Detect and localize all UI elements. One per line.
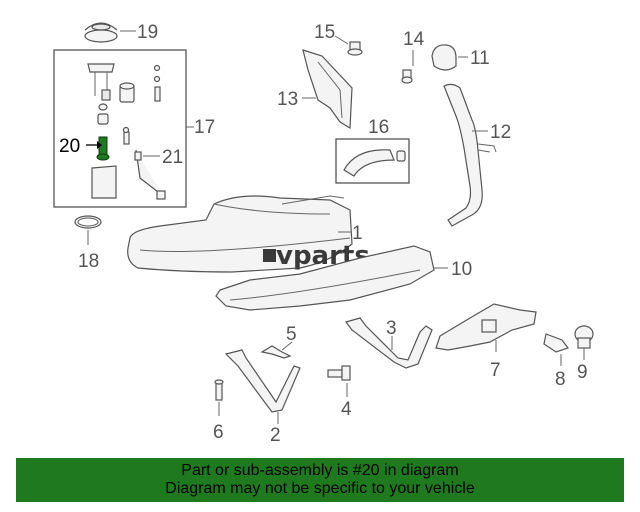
callout-15: 15 bbox=[314, 22, 335, 43]
callout-13: 13 bbox=[277, 89, 298, 110]
part-6-bolt[interactable] bbox=[214, 379, 224, 401]
callout-18: 18 bbox=[78, 251, 99, 272]
part-14-bolt[interactable] bbox=[401, 69, 413, 84]
banner-line-2: Diagram may not be specific to your vehi… bbox=[165, 480, 475, 497]
part-1-fuel-tank[interactable] bbox=[127, 195, 353, 273]
part-8-bushing[interactable] bbox=[543, 333, 569, 353]
callout-8: 8 bbox=[555, 369, 566, 390]
fuel-sender-parts bbox=[87, 63, 166, 200]
callout-3: 3 bbox=[386, 318, 397, 339]
callout-19: 19 bbox=[137, 22, 158, 43]
part-15-clip[interactable] bbox=[347, 41, 363, 56]
callout-14: 14 bbox=[403, 29, 425, 50]
part-5-clip[interactable] bbox=[260, 345, 292, 359]
part-19-seal[interactable] bbox=[84, 22, 118, 43]
banner-line-1: Part or sub-assembly is #20 in diagram bbox=[181, 462, 459, 479]
info-banner: Part or sub-assembly is #20 in diagram D… bbox=[16, 458, 624, 502]
callout-17: 17 bbox=[194, 117, 215, 138]
callout-1: 1 bbox=[352, 223, 363, 244]
part-16-hose[interactable] bbox=[343, 149, 406, 177]
callout-2: 2 bbox=[270, 425, 281, 446]
subassembly-17-box bbox=[53, 49, 187, 208]
callout-10: 10 bbox=[451, 259, 472, 280]
callout-6: 6 bbox=[213, 422, 224, 443]
part-7-bracket[interactable] bbox=[435, 303, 537, 351]
callout-12: 12 bbox=[490, 122, 511, 143]
callout-11: 11 bbox=[470, 48, 490, 69]
callout-4: 4 bbox=[341, 399, 352, 420]
part-12-filler-pipe[interactable] bbox=[443, 83, 497, 227]
subassembly-16-box bbox=[335, 138, 410, 184]
callout-16: 16 bbox=[368, 117, 389, 138]
part-18-gasket[interactable] bbox=[74, 215, 102, 229]
part-11-cap[interactable] bbox=[431, 44, 457, 71]
part-13-shield[interactable] bbox=[302, 49, 353, 130]
part-3-strap[interactable] bbox=[344, 317, 433, 369]
part-21-wire bbox=[134, 151, 142, 161]
part-2-strap[interactable] bbox=[224, 349, 301, 413]
callout-5: 5 bbox=[286, 324, 297, 345]
part-4-bolt[interactable] bbox=[327, 365, 351, 381]
callout-9: 9 bbox=[577, 362, 588, 383]
part-9-bushing[interactable] bbox=[574, 325, 594, 349]
part-10-skid-shield[interactable] bbox=[215, 245, 435, 311]
callout-21: 21 bbox=[162, 147, 183, 168]
parts-diagram: 19 17 20 21 18 bbox=[53, 22, 594, 446]
callout-7: 7 bbox=[490, 360, 501, 381]
part-20-bolt-highlighted[interactable] bbox=[96, 136, 110, 161]
callout-20: 20 bbox=[59, 136, 80, 157]
